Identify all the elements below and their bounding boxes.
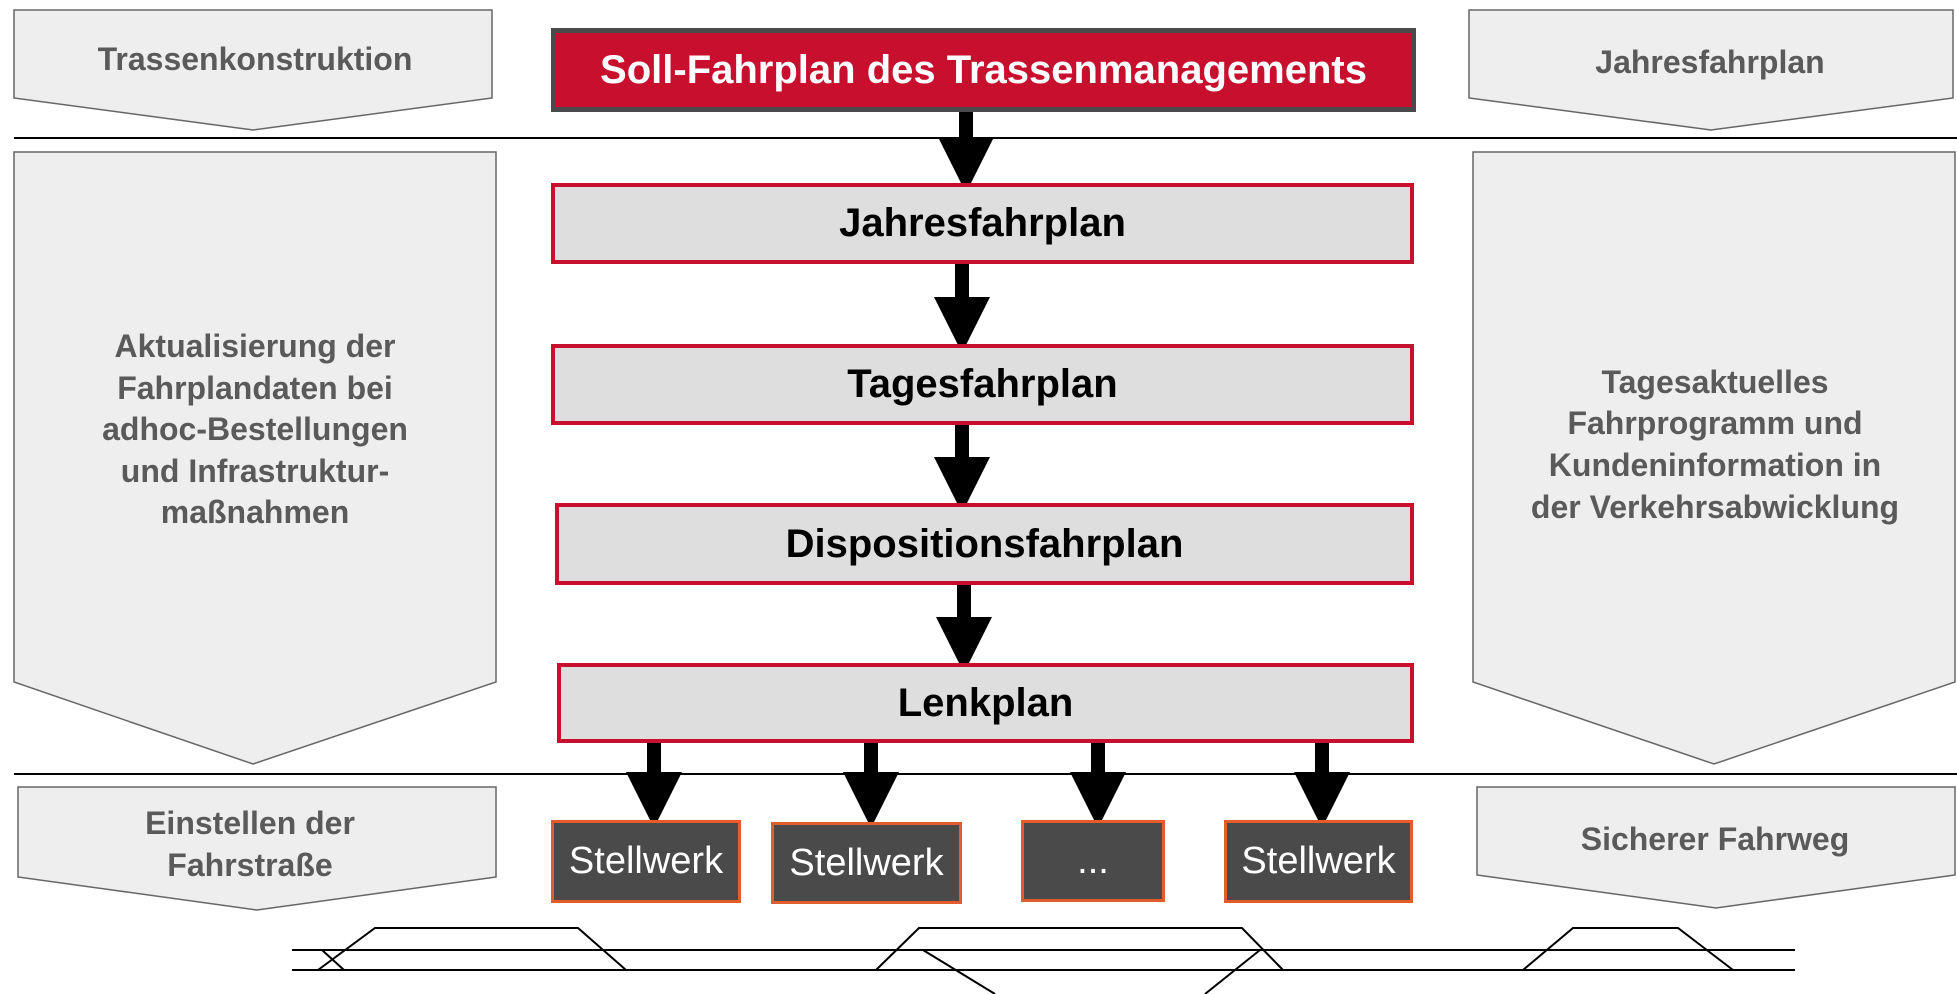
left-middle-label: Aktualisierung der Fahrplandaten bei adh… (102, 328, 408, 531)
stellwerk-box-ellipsis: ... (1021, 820, 1165, 902)
level-lenkplan: Lenkplan (557, 663, 1414, 743)
track-layout (292, 927, 1795, 994)
left-top-chevron (13, 9, 493, 131)
right-middle-label: Tagesaktuelles Fahrprogramm und Kundenin… (1530, 363, 1900, 525)
right-bottom-label: Sicherer Fahrweg (1580, 821, 1850, 858)
left-bottom-chevron (17, 786, 497, 911)
left-bottom-label: Einstellen der Fahrstraße (145, 805, 355, 883)
level-jahresfahrplan: Jahresfahrplan (551, 183, 1414, 264)
left-middle-chevron (13, 151, 497, 765)
stellwerk-box-4: Stellwerk (1224, 820, 1413, 903)
header-soll-fahrplan: Soll-Fahrplan des Trassenmanagements (551, 28, 1416, 112)
stellwerk-box-1: Stellwerk (551, 820, 741, 903)
level-tagesfahrplan: Tagesfahrplan (551, 344, 1414, 425)
left-top-label: Trassenkonstruktion (97, 41, 413, 78)
right-top-label: Jahresfahrplan (1595, 43, 1825, 80)
right-bottom-chevron (1476, 786, 1956, 909)
right-top-chevron (1468, 9, 1954, 131)
stellwerk-box-2: Stellwerk (771, 822, 962, 904)
right-middle-chevron (1472, 151, 1956, 765)
level-dispositionsfahrplan: Dispositionsfahrplan (555, 503, 1414, 585)
